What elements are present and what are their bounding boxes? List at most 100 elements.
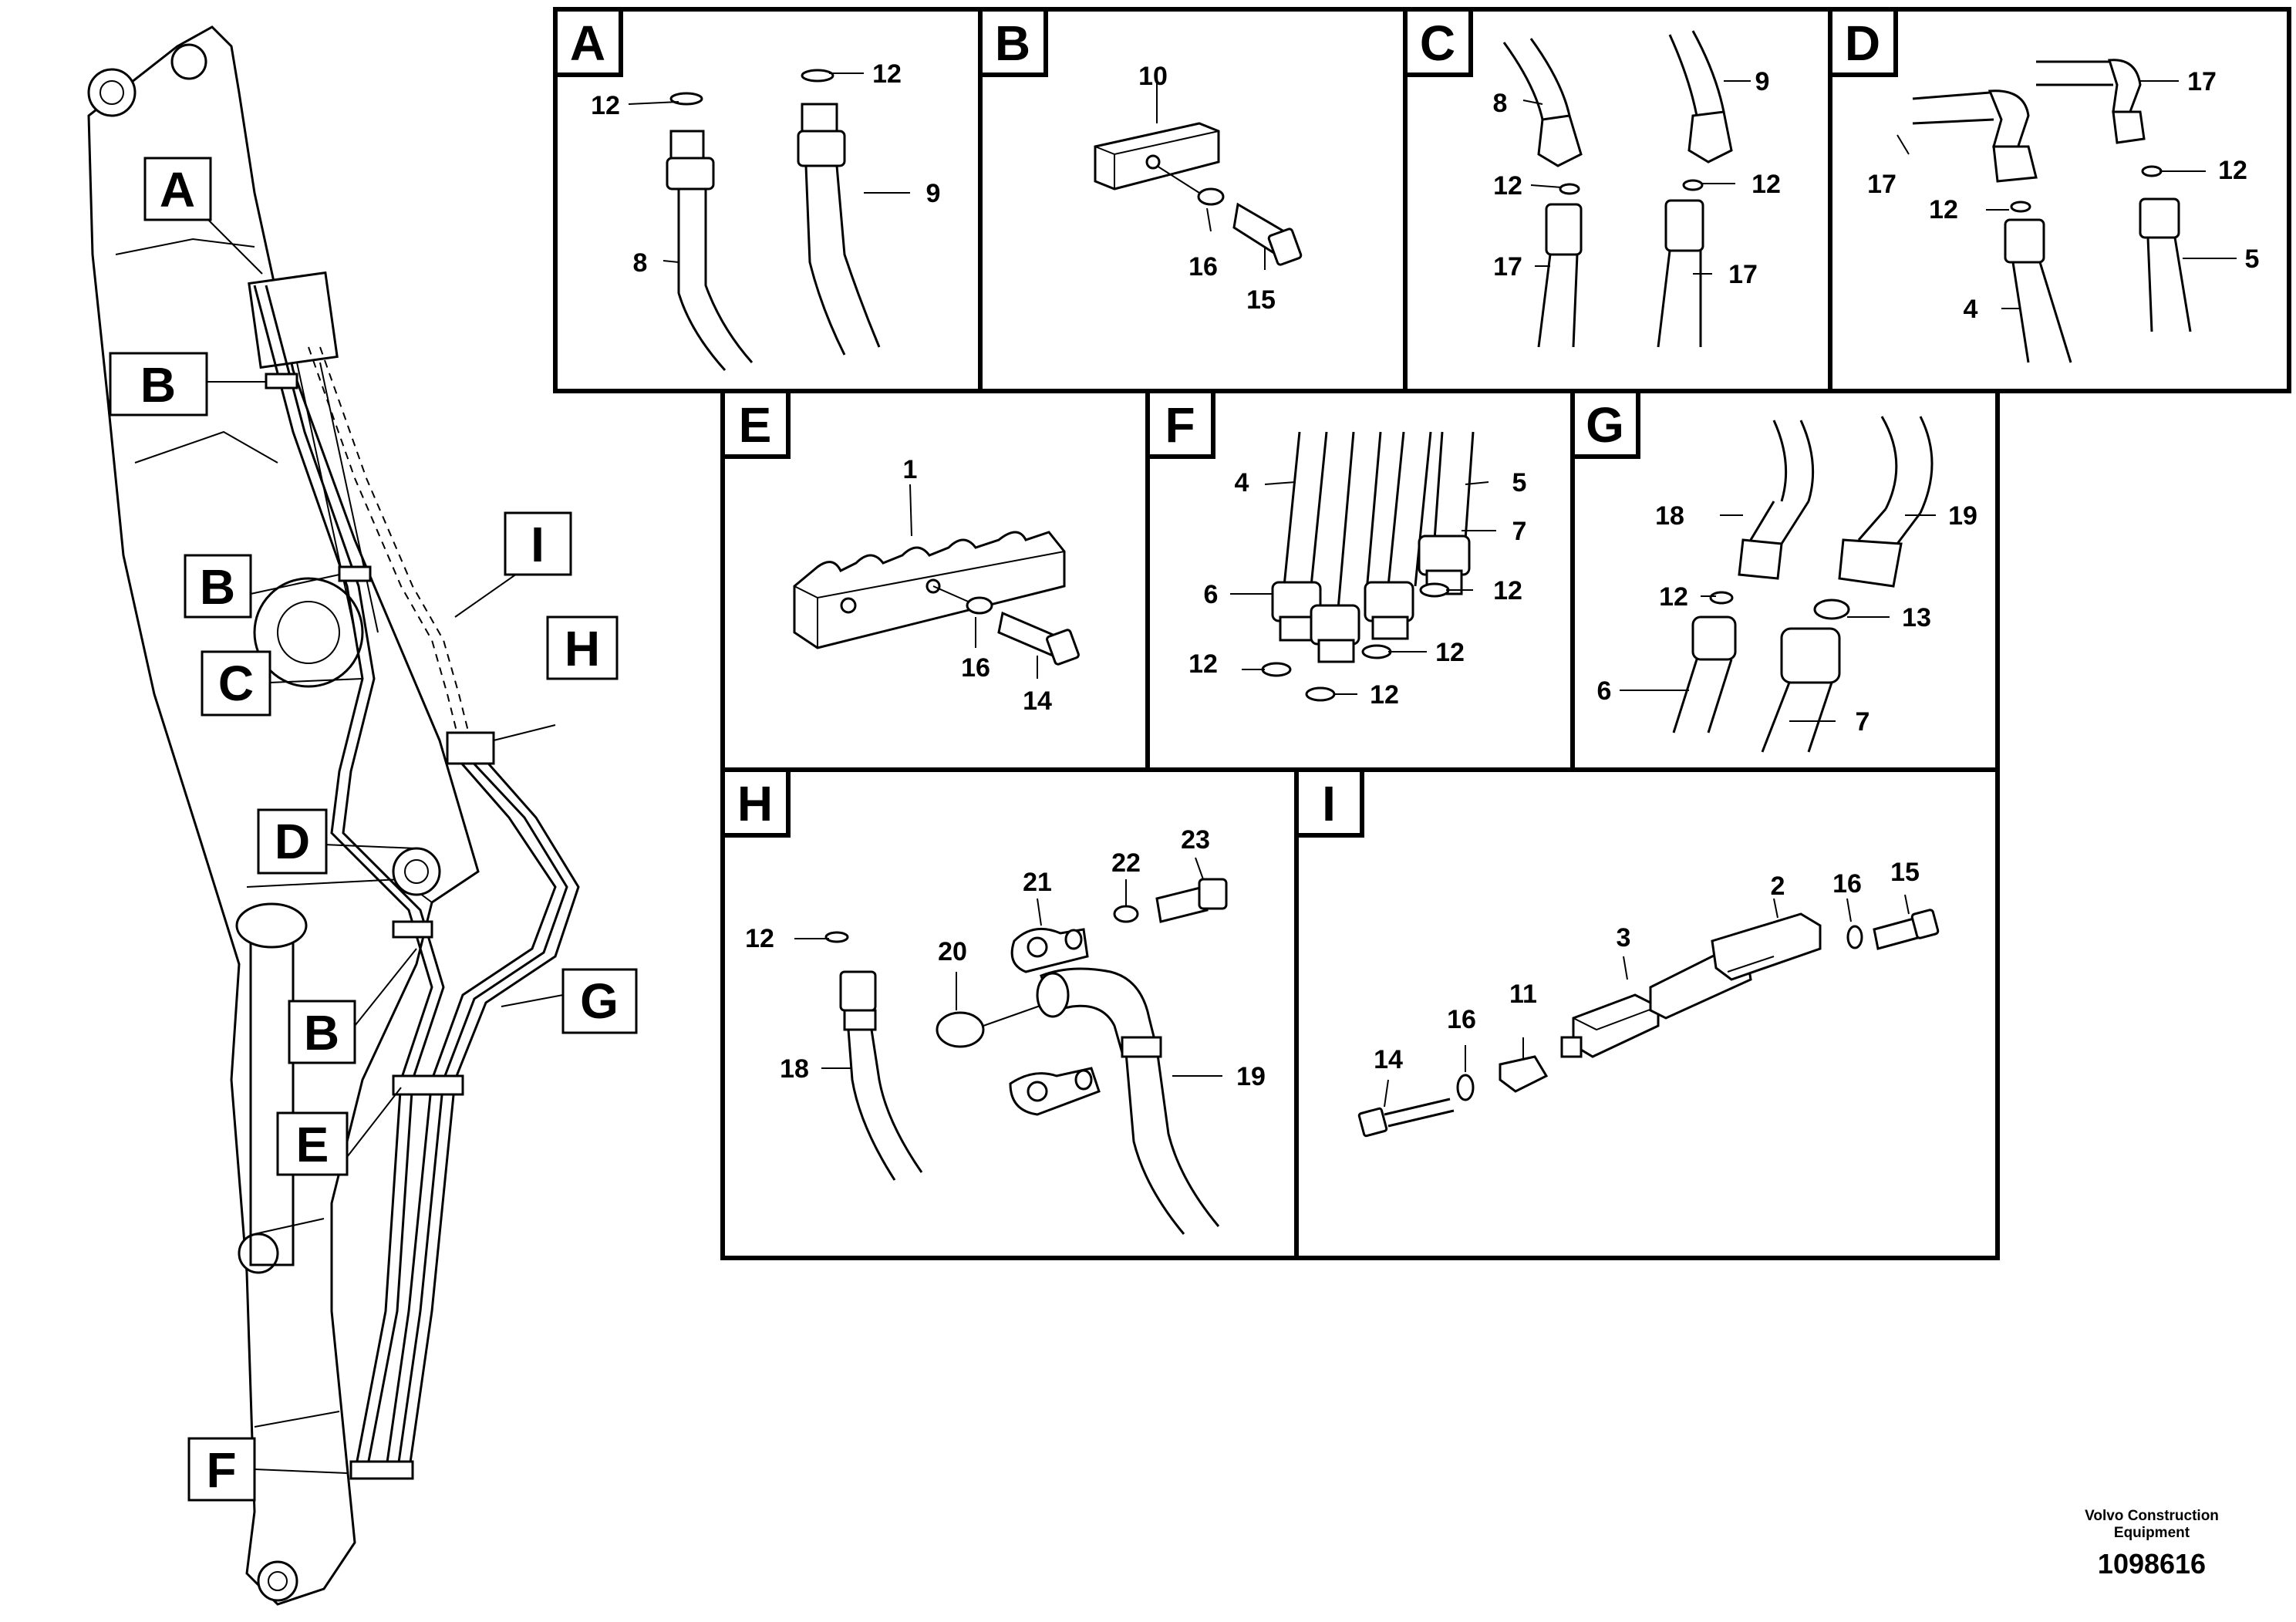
label-A-12b: 12 — [872, 59, 902, 89]
panel-D-title: D — [1828, 7, 1898, 77]
callout-B-upper[interactable]: B — [109, 352, 208, 416]
label-D-4: 4 — [1964, 295, 1978, 324]
svg-text:E: E — [739, 397, 772, 453]
panel-E-drawing — [793, 484, 1080, 679]
callout-leaders — [207, 219, 564, 1474]
label-A-8: 8 — [633, 248, 648, 278]
label-D-12b: 12 — [1929, 195, 1958, 224]
svg-text:F: F — [1165, 397, 1195, 453]
callout-B-lower[interactable]: B — [288, 1000, 356, 1064]
label-A-12a: 12 — [591, 91, 620, 120]
label-C-12b: 12 — [1752, 170, 1781, 199]
callout-A[interactable]: A — [143, 157, 212, 221]
callout-C[interactable]: C — [201, 650, 271, 717]
label-D-5: 5 — [2245, 244, 2260, 274]
svg-text:I: I — [1322, 776, 1336, 831]
label-F-6: 6 — [1204, 580, 1219, 609]
callout-G[interactable]: G — [561, 968, 638, 1034]
svg-text:I: I — [531, 517, 544, 572]
panel-A-drawing — [628, 69, 910, 372]
excavator-arm-illustration — [87, 25, 580, 1606]
label-F-12a: 12 — [1493, 576, 1522, 605]
label-I-11: 11 — [1509, 980, 1537, 1009]
svg-text:D: D — [275, 814, 310, 869]
company-name-line1: Volvo Construction — [2085, 1508, 2219, 1524]
panel-B-title: B — [978, 7, 1048, 77]
panel-G-drawing — [1620, 416, 1936, 753]
label-H-21: 21 — [1023, 868, 1052, 897]
label-G-18: 18 — [1655, 501, 1684, 531]
callout-B-middle[interactable]: B — [184, 554, 252, 619]
label-F-4: 4 — [1235, 468, 1249, 497]
panel-A-title: A — [553, 7, 623, 77]
callout-H[interactable]: H — [546, 615, 619, 680]
label-G-13: 13 — [1902, 603, 1931, 632]
svg-text:B: B — [304, 1005, 339, 1061]
label-F-12d: 12 — [1370, 680, 1399, 710]
panel-E-title: E — [720, 389, 791, 459]
panel-B-drawing — [1094, 77, 1303, 270]
label-C-9: 9 — [1755, 67, 1770, 96]
panel-F-title: F — [1145, 389, 1215, 459]
panel-F-drawing — [1230, 431, 1496, 702]
svg-text:A: A — [160, 162, 195, 218]
drawing-footer: Volvo Construction Equipment 1098616 — [2036, 1508, 2267, 1580]
label-H-19: 19 — [1236, 1062, 1266, 1091]
callout-F[interactable]: F — [187, 1437, 256, 1502]
panel-G-title: G — [1570, 389, 1640, 459]
label-C-8: 8 — [1493, 89, 1508, 118]
panel-H-drawing — [794, 857, 1228, 1235]
label-H-23: 23 — [1181, 825, 1210, 855]
panel-C-drawing — [1502, 30, 1751, 348]
label-D-17b: 17 — [1867, 170, 1896, 199]
label-I-16b: 16 — [1447, 1005, 1476, 1034]
label-E-1: 1 — [903, 455, 918, 484]
panel-D-drawing — [1896, 59, 2237, 363]
label-C-17a: 17 — [1493, 252, 1522, 282]
svg-text:B: B — [140, 357, 176, 413]
label-F-12c: 12 — [1188, 649, 1218, 679]
label-E-14: 14 — [1023, 686, 1052, 716]
label-B-15: 15 — [1246, 285, 1276, 315]
label-H-12: 12 — [745, 924, 774, 953]
label-H-18: 18 — [780, 1054, 809, 1084]
label-G-7: 7 — [1856, 707, 1870, 737]
svg-text:B: B — [200, 559, 235, 615]
label-H-22: 22 — [1111, 848, 1141, 878]
label-I-16a: 16 — [1832, 869, 1862, 899]
drawing-number: 1098616 — [2097, 1548, 2207, 1580]
svg-text:E: E — [296, 1117, 329, 1172]
label-B-10: 10 — [1138, 62, 1168, 91]
svg-text:C: C — [1420, 15, 1455, 71]
callout-I[interactable]: I — [504, 511, 572, 576]
svg-text:G: G — [1586, 397, 1624, 453]
svg-text:H: H — [737, 776, 773, 831]
label-D-17a: 17 — [2187, 67, 2217, 96]
svg-text:G: G — [580, 973, 619, 1029]
label-G-19: 19 — [1948, 501, 1977, 531]
label-D-12a: 12 — [2218, 156, 2247, 185]
label-B-16: 16 — [1188, 252, 1218, 282]
svg-text:H: H — [565, 621, 600, 676]
label-F-5: 5 — [1512, 468, 1527, 497]
svg-text:D: D — [1845, 15, 1880, 71]
callout-D[interactable]: D — [257, 808, 328, 875]
label-I-14: 14 — [1374, 1045, 1403, 1074]
callout-E[interactable]: E — [276, 1111, 349, 1176]
panel-C-title: C — [1403, 7, 1473, 77]
label-F-12b: 12 — [1435, 638, 1465, 667]
panel-I-title: I — [1294, 767, 1364, 838]
label-G-6: 6 — [1597, 676, 1612, 706]
svg-text:B: B — [995, 15, 1030, 71]
label-C-12a: 12 — [1493, 171, 1522, 201]
company-name-line2: Equipment — [2113, 1525, 2190, 1541]
panel-I-drawing — [1357, 894, 1940, 1138]
svg-text:F: F — [206, 1442, 236, 1498]
label-I-15: 15 — [1890, 858, 1920, 887]
label-I-2: 2 — [1771, 872, 1785, 901]
label-A-9: 9 — [926, 179, 941, 208]
label-H-20: 20 — [938, 937, 967, 966]
svg-text:A: A — [570, 15, 605, 71]
label-C-17b: 17 — [1728, 260, 1758, 289]
